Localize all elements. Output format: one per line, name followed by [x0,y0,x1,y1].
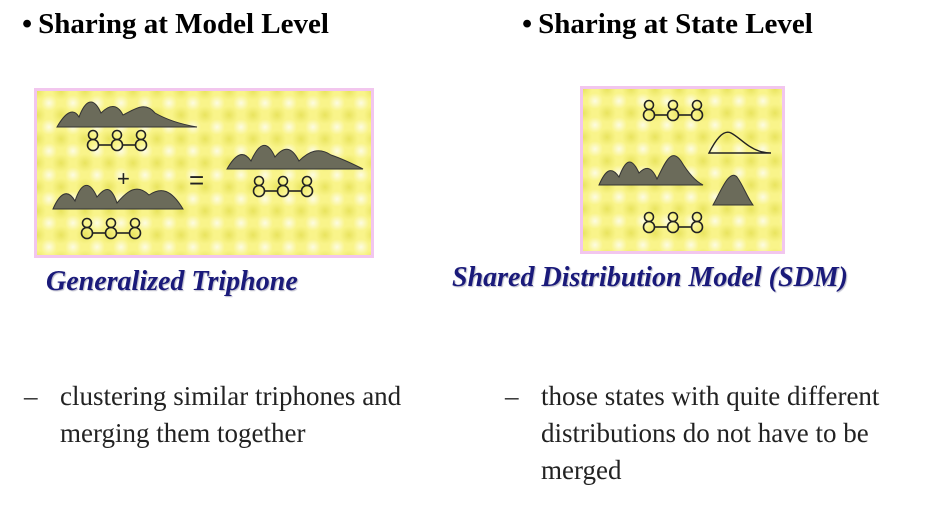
hmm-states-bottom [80,217,142,240]
generalized-triphone-figure: + = [34,88,374,258]
heading-model-level-text: Sharing at Model Level [38,8,329,40]
dash-bullet: – [24,381,38,411]
waveform-top [56,101,198,128]
hmm-states-merged [252,175,314,198]
hmm-states-top [642,99,704,122]
hmm-states-bottom [642,211,704,234]
waveform-middle [52,185,184,210]
heading-model-level: •Sharing at Model Level [22,8,329,41]
bullet-icon: • [522,8,533,40]
plus-sign: + [117,166,130,191]
waveform-merged [226,145,364,170]
description-right: – those states with quite different dist… [505,378,935,489]
dash-bullet: – [505,381,519,411]
description-left: – clustering similar triphones and mergi… [24,378,424,452]
shared-distribution-figure [580,86,785,254]
hmm-states-top [86,129,148,152]
equals-sign: = [189,165,204,195]
waveform-shared [598,155,704,186]
heading-state-level: •Sharing at State Level [522,8,813,41]
waveform-top-right [707,131,772,154]
description-left-text: clustering similar triphones and merging… [60,381,402,448]
waveform-bottom-right [712,174,754,206]
heading-state-level-text: Sharing at State Level [538,8,813,40]
description-right-text: those states with quite different distri… [541,381,880,485]
caption-generalized-triphone: Generalized Triphone [46,266,298,297]
bullet-icon: • [22,8,33,40]
caption-shared-distribution-model: Shared Distribution Model (SDM) [452,262,848,293]
